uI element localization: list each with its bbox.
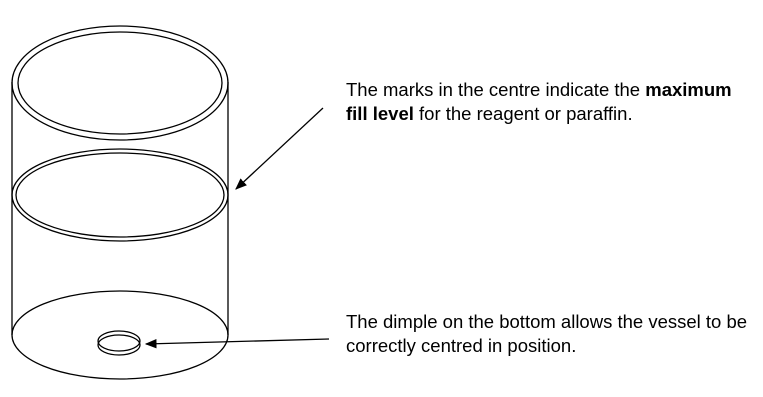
maximum-fill-level-mark — [11, 148, 229, 242]
vessel-top-rim — [11, 25, 229, 141]
vessel-bottom — [11, 290, 229, 380]
dimple-caption: The dimple on the bottom allows the vess… — [346, 311, 748, 356]
centring-dimple — [97, 330, 141, 356]
fill-level-caption-lead: The marks in the centre indicate the — [346, 79, 641, 100]
dimple-arrow — [144, 338, 330, 349]
fill-level-caption-emphasis: maximum fill level — [346, 79, 732, 124]
fill-level-arrow — [235, 107, 324, 190]
reagent-vessel-illustration — [11, 25, 229, 380]
fill-level-caption-tail: for the reagent or paraffin. — [413, 103, 633, 124]
fill-level-caption: The marks in the centre indicate the max… — [346, 78, 756, 126]
